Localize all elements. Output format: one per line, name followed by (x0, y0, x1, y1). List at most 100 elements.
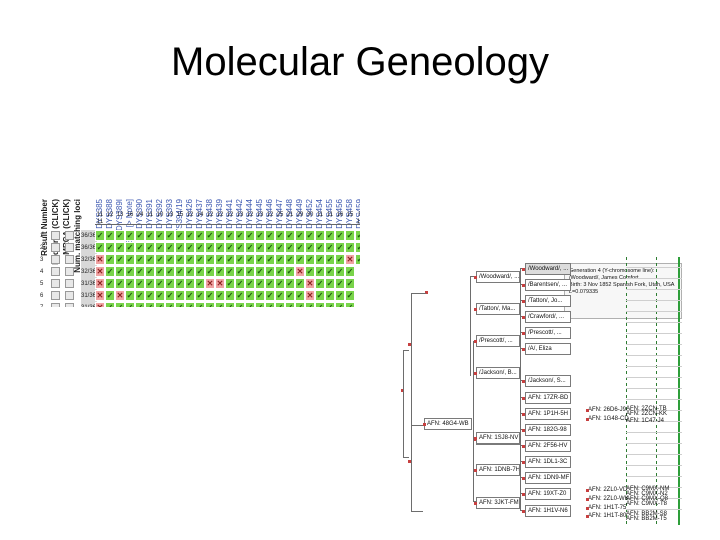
person-box[interactable]: /Prescott/, ... (525, 327, 571, 339)
result-row[interactable]: 136/36✓✓✓✓✓✓✓✓✓✓✓✓✓✓✓✓✓✓✓✓✓✓✓✓✓✓✓✓✓✓✓✓✓✓… (35, 230, 360, 242)
person-box[interactable]: /Barentsen/, ... (525, 279, 571, 291)
column-header[interactable]: Num. matching loci (73, 112, 82, 273)
person-label[interactable]: AFN: 1G48-CD (588, 416, 629, 422)
pedigree-icon[interactable] (51, 255, 60, 264)
locus-header[interactable]: DYS449 (295, 112, 304, 229)
locus-header[interactable]: DYS390 (135, 112, 144, 229)
locus-header[interactable]: DYS393 (165, 112, 174, 229)
pedigree-icon[interactable] (51, 243, 60, 252)
locus-header[interactable]: DYS445 (255, 112, 264, 229)
person-box[interactable]: /Jackson/, B... (476, 367, 520, 379)
locus-header[interactable]: DYS441 (225, 112, 234, 229)
allele-value: 12 (186, 212, 194, 218)
person-box[interactable]: /Crawford/, ... (525, 311, 571, 323)
column-header[interactable]: MRCA (CLICK) (62, 112, 71, 255)
person-label[interactable]: AFN: C9MX-Q8 (626, 496, 669, 502)
person-box[interactable]: /Tatton/, Jo... (525, 295, 571, 307)
person-label[interactable]: AFN: C9MX-NM (626, 486, 670, 492)
locus-header[interactable]: DYS437 (195, 112, 204, 229)
locus-header[interactable]: DYS447 (275, 112, 284, 229)
locus-header[interactable]: DYS389I (115, 112, 124, 231)
locus-header[interactable]: DYS385 (95, 112, 104, 229)
person-box[interactable]: AFN: 48G4-WB (424, 418, 472, 430)
person-box[interactable]: /A/, Eliza (525, 343, 571, 355)
locus-header[interactable]: DYS455 (325, 112, 334, 229)
locus-header[interactable]: DYS391 (145, 112, 154, 229)
person-label[interactable]: AFN: 2ZCN-TB (626, 406, 667, 412)
person-box[interactable]: AFN: 17ZR-BD (525, 392, 571, 404)
person-box[interactable]: AFN: 1SJ8-NV (476, 432, 520, 444)
person-label[interactable]: AFN: 2ZL0-VD (588, 487, 628, 493)
locus-header[interactable]: DYS456 (335, 112, 344, 229)
person-box[interactable]: /Jackson/, S... (525, 375, 571, 387)
person-label[interactable]: AFN: C9MX-N2 (626, 491, 668, 497)
mrca-icon[interactable] (65, 291, 74, 300)
column-header[interactable]: Result Number (40, 112, 49, 256)
person-box[interactable]: /Tatton/, Ma... (476, 303, 520, 315)
locus-header[interactable]: DYS458 (345, 112, 354, 229)
locus-header[interactable]: DYS426 (185, 112, 194, 229)
match-cell: ✓ (255, 278, 265, 289)
result-row[interactable]: 731/36✕✓✓✓✓✓✓✓✓✓✓✓✓✓✓✓✓✓✓✓✓✓✓✓✓✓ (35, 302, 360, 307)
mrca-icon[interactable] (65, 255, 74, 264)
mrca-icon[interactable] (65, 243, 74, 252)
locus-header[interactable]: DYS446 (265, 112, 274, 229)
pedigree-icon[interactable] (51, 267, 60, 276)
person-box[interactable]: AFN: 2F56-HV (525, 440, 571, 452)
person-dot (522, 510, 525, 513)
locus-header[interactable]: DYS448 (285, 112, 294, 229)
mrca-icon[interactable] (65, 231, 74, 240)
person-label[interactable]: AFN: 1H1T-75 (588, 505, 627, 511)
pedigree-icon[interactable] (51, 303, 60, 307)
person-box[interactable]: AFN: 1DN9-MF (525, 472, 571, 484)
locus-header[interactable]: DYS388 (105, 112, 114, 229)
locus-header[interactable]: DYS439 (215, 112, 224, 229)
person-box[interactable]: AFN: 1DNB-7H (476, 464, 520, 476)
column-header[interactable]: Pedigree (CLICK) (51, 112, 60, 265)
locus-header[interactable]: DYS452 (305, 112, 314, 229)
person-label[interactable]: AFN: 1C47-J4 (626, 418, 665, 424)
mismatch-cell: ✕ (305, 278, 315, 289)
mrca-icon[interactable] (65, 267, 74, 276)
result-row[interactable]: 236/36✓✓✓✓✓✓✓✓✓✓✓✓✓✓✓✓✓✓✓✓✓✓✓✓✓✓✓✓✓✓✓✓✓✓… (35, 242, 360, 254)
pedigree-icon[interactable] (51, 279, 60, 288)
person-label[interactable]: AFN: C9MX-T8 (626, 501, 668, 507)
locus-header[interactable]: DYS392 (155, 112, 164, 229)
locus-header[interactable]: DYS442 (235, 112, 244, 229)
locus-header[interactable]: DYS454 (315, 112, 324, 229)
person-box[interactable]: /Prescott/, ... (476, 335, 520, 347)
match-cell: ✓ (345, 266, 355, 277)
person-label[interactable]: AFN: BB2M-T5 (626, 516, 667, 522)
person-label[interactable]: AFN: 1H1T-80 (588, 513, 627, 519)
locus-header[interactable]: DYS444 (245, 112, 254, 229)
pedigree-icon[interactable] (51, 231, 60, 240)
row-guide (626, 443, 682, 444)
locus-header[interactable]: DYS438 (205, 112, 214, 229)
person-box[interactable]: AFN: 1H1V-N6 (525, 505, 571, 517)
person-box[interactable]: AFN: 1DL1-3C (525, 456, 571, 468)
person-box[interactable]: AFN: 3JKT-FM (476, 497, 520, 509)
pedigree-icon[interactable] (51, 291, 60, 300)
mrca-icon[interactable] (65, 279, 74, 288)
match-cell: ✓ (175, 266, 185, 277)
locus-header[interactable]: DYS394/19 (175, 112, 184, 240)
person-dot (474, 469, 477, 472)
locus-header[interactable]: DYS389B [> Note] (125, 112, 134, 265)
mrca-icon[interactable] (65, 303, 74, 307)
person-box[interactable]: /Woodward/, ... (476, 271, 520, 283)
person-box[interactable]: /Woodward/, ... (525, 263, 571, 275)
allele-value: 12 (206, 212, 214, 218)
person-label[interactable]: AFN: 26D6-J9 (588, 407, 627, 413)
match-cell: ✓ (225, 290, 235, 301)
person-label[interactable]: AFN: 2ZCN-KK (626, 411, 668, 417)
person-label[interactable]: AFN: 2ZL0-WK (588, 496, 629, 502)
person-box[interactable]: AFN: 19XT-Z0 (525, 488, 571, 500)
person-box[interactable]: AFN: 1P1H-5H (525, 408, 571, 420)
locus-header[interactable]: DYS459 (355, 112, 360, 229)
person-box[interactable]: AFN: 182G-98 (525, 424, 571, 436)
result-row[interactable]: 332/36✕✓✓✓✓✓✓✓✓✓✓✓✓✓✓✓✓✓✓✓✓✓✓✓✓✕✓✓✓✓✓✓✓✓… (35, 254, 360, 266)
person-label[interactable]: AFN: BB2M-S8 (626, 511, 668, 517)
